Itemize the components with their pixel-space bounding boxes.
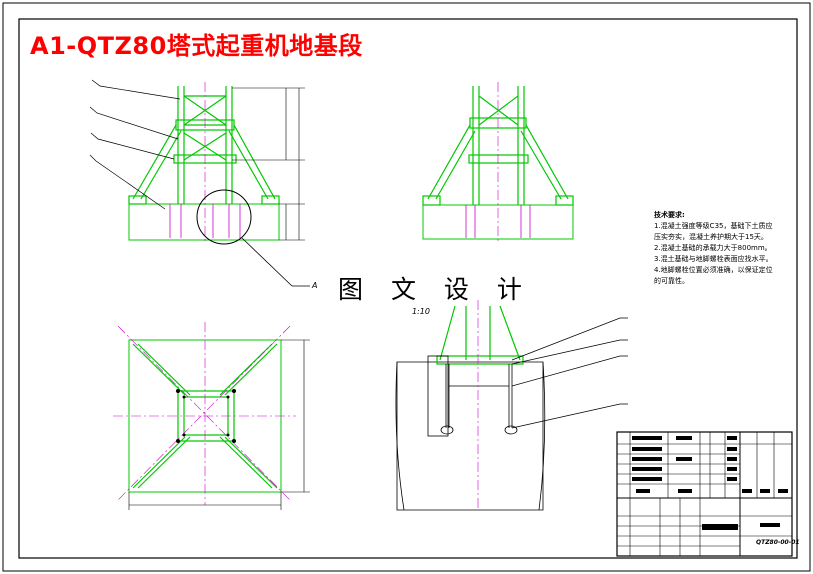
front-elevation-view xyxy=(89,79,310,287)
section-marker-label: A xyxy=(312,281,318,290)
section-detail-view xyxy=(395,300,628,511)
tech-req-item: 2.混凝土基础的承载力大于800mm。 xyxy=(654,244,772,252)
side-elevation-view xyxy=(422,82,574,244)
plan-view xyxy=(113,322,310,510)
tech-req-heading: 技术要求: xyxy=(654,211,685,219)
drawing-number: QTZ80-00-01 xyxy=(756,539,800,546)
detail-scale-label: 1:10 xyxy=(412,307,430,316)
title-block xyxy=(616,431,793,557)
technical-requirements: 技术要求: 1.混凝土强度等级C35，基础下土质应压实夯实，混凝土养护期大于15… xyxy=(654,210,778,287)
watermark-text: 图 文 设 计 xyxy=(338,275,532,304)
concrete-base xyxy=(128,203,280,241)
tech-req-item: 3.混土基础与地脚螺栓表面应找水平。 xyxy=(654,255,773,263)
tech-req-item: 1.混凝土强度等级C35，基础下土质应压实夯实，混凝土养护期大于15天。 xyxy=(654,222,773,241)
tech-req-item: 4.地脚螺栓位置必须准确，以保证定位的可靠性。 xyxy=(654,266,773,285)
drawing-title: A1-QTZ80塔式起重机地基段 xyxy=(30,32,363,60)
